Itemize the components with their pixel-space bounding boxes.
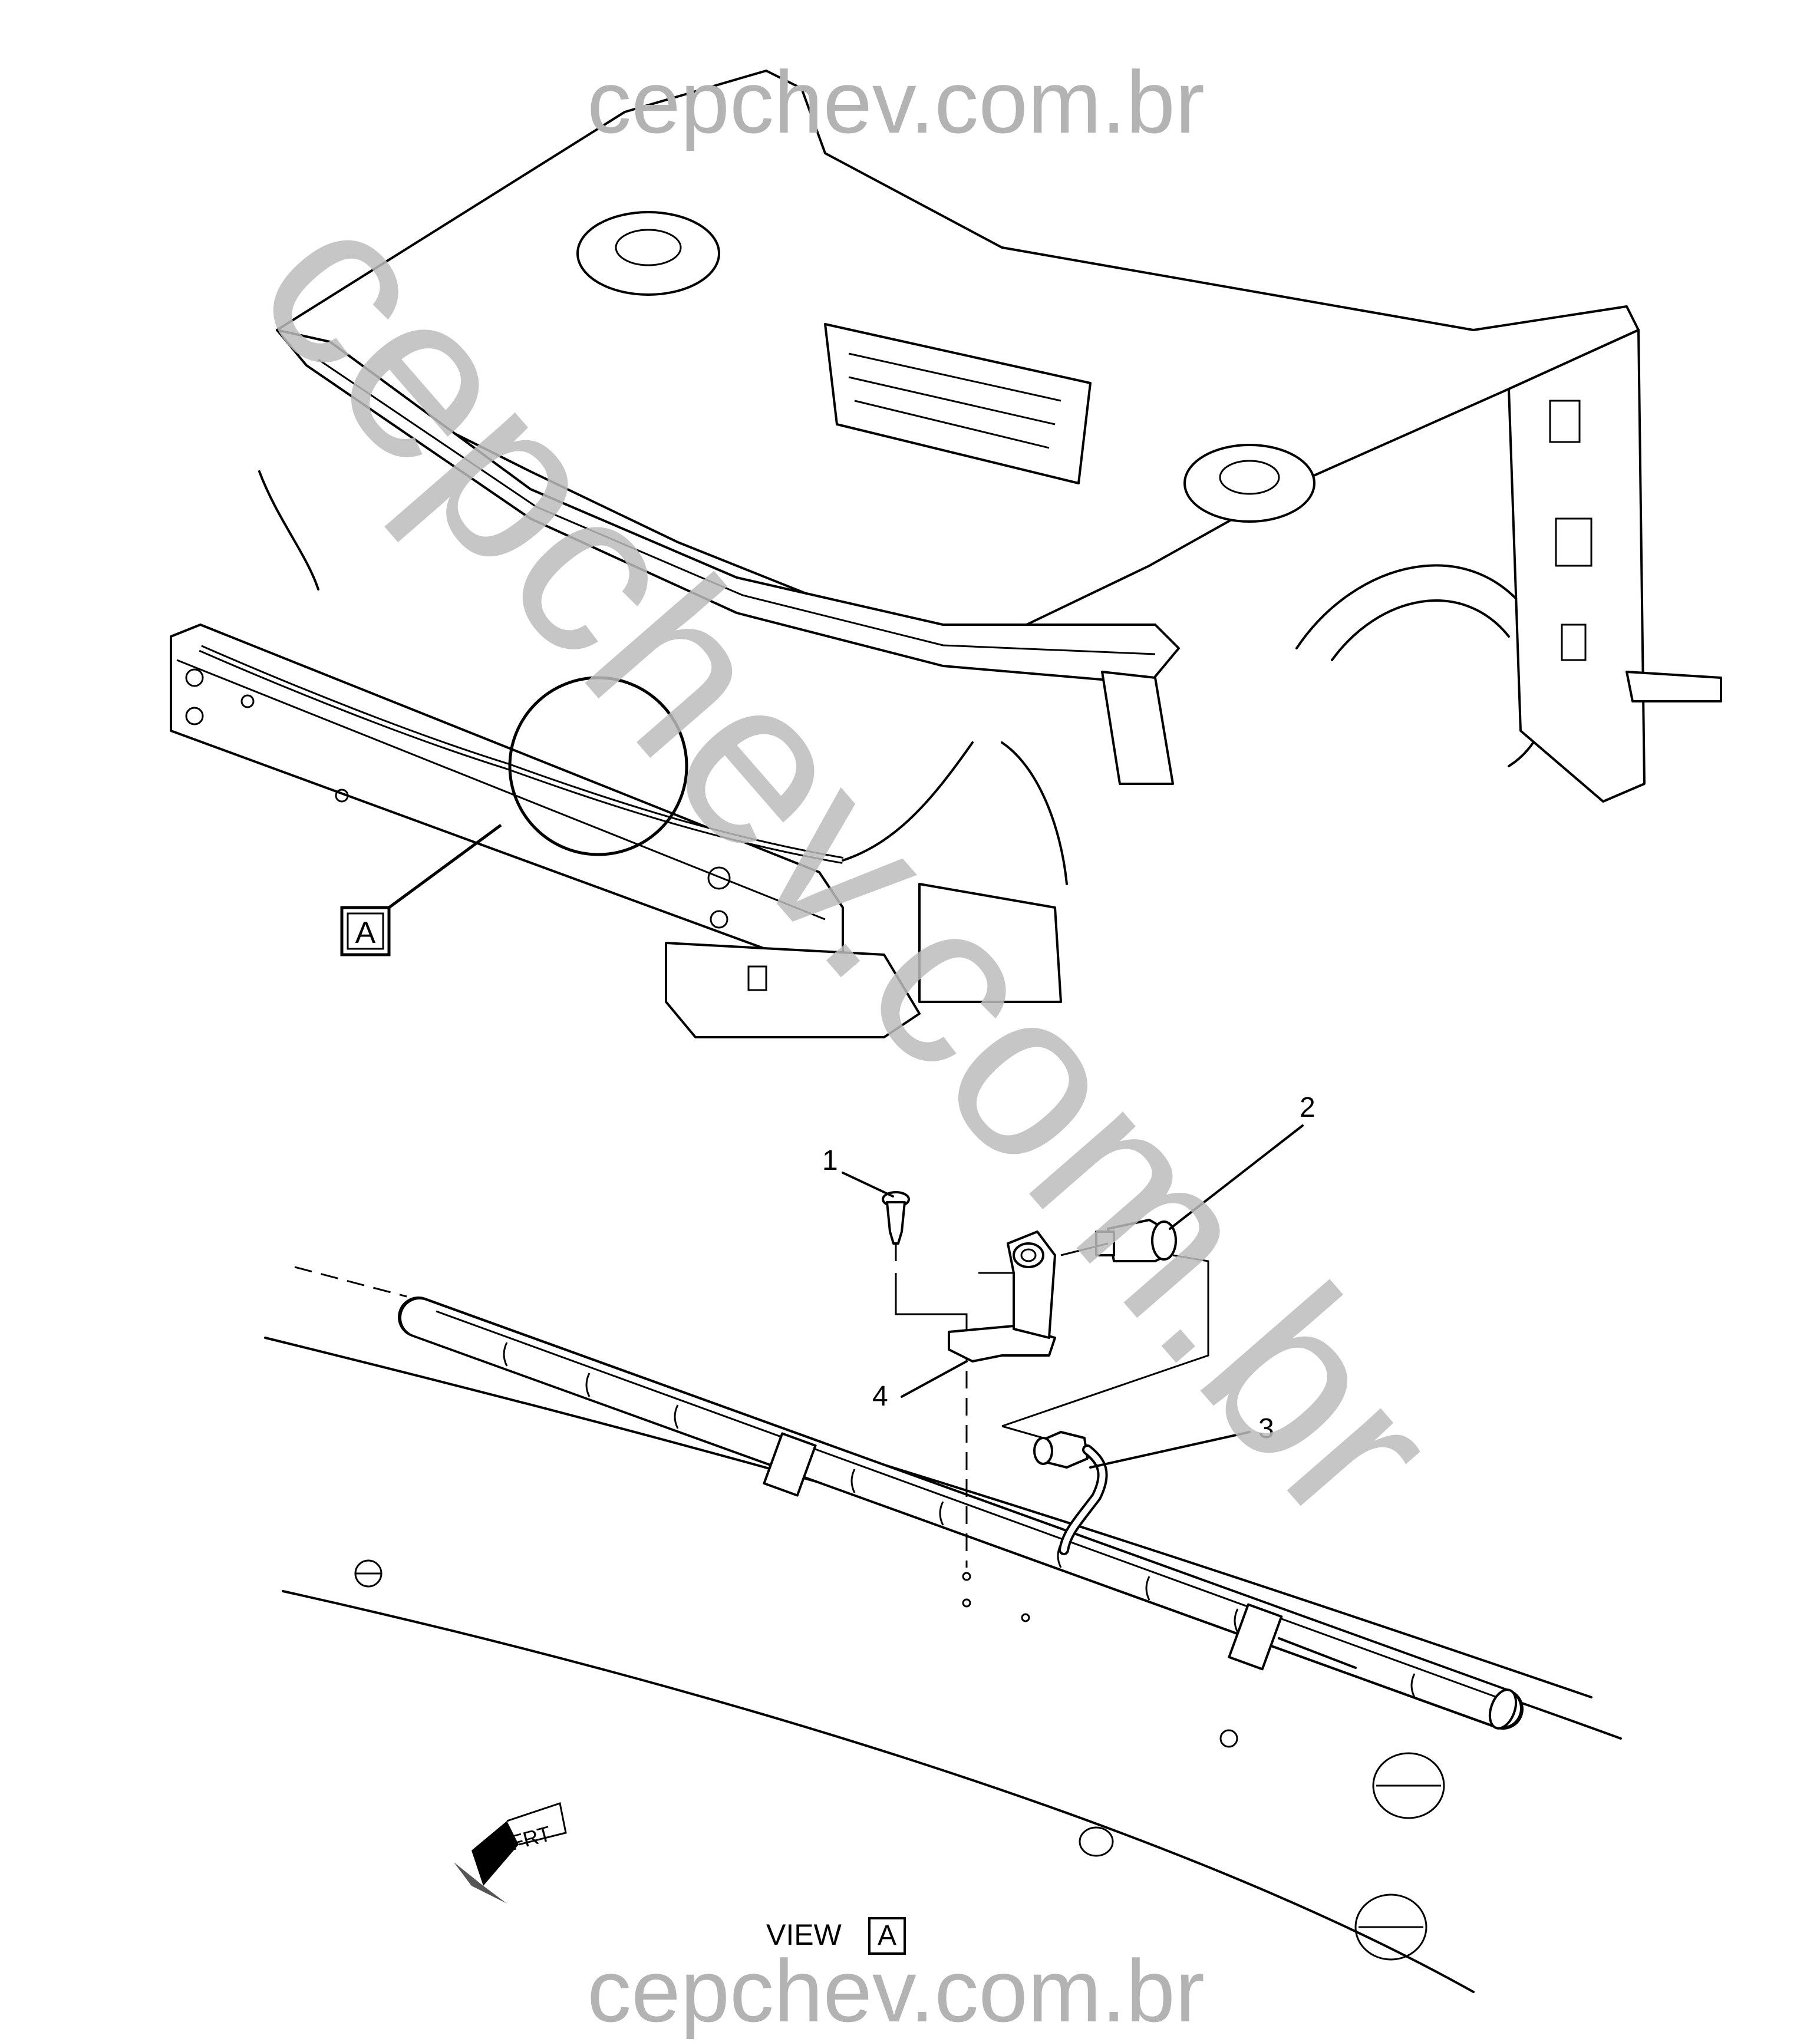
- sensor-with-pigtail: [1033, 1431, 1108, 1555]
- view-caption-prefix: VIEW: [766, 1918, 842, 1951]
- detail-circle: [508, 676, 688, 856]
- right-shock-tower: [1183, 444, 1315, 523]
- push-pin-fastener: [882, 1191, 910, 1261]
- front-direction-indicator: FRT: [454, 1802, 567, 1904]
- watermark-bottom: cepchev.com.br: [587, 1941, 1205, 2039]
- view-marker-label: A: [355, 916, 376, 950]
- radiator-support: [276, 329, 1180, 685]
- callout-1: 1: [822, 1145, 838, 1176]
- front-indicator-label: FRT: [507, 1821, 553, 1855]
- watermark-top: cepchev.com.br: [587, 52, 1205, 151]
- callout-2: 2: [1300, 1092, 1315, 1123]
- view-caption-box: [868, 1917, 906, 1955]
- left-shock-tower: [576, 211, 720, 296]
- harness-bracket: [948, 1231, 1056, 1363]
- front-frame-illustration: [170, 70, 1722, 1038]
- detail-callout-a: A: [340, 676, 688, 956]
- view-marker-box: [340, 906, 391, 956]
- electrical-connector: [1060, 1219, 1177, 1262]
- view-a-detail: 1 2 3 4 FRT VIEW A: [264, 1092, 1622, 1993]
- view-caption-label: A: [878, 1920, 896, 1951]
- callout-4: 4: [872, 1381, 888, 1412]
- callout-3: 3: [1258, 1413, 1274, 1444]
- bumper-impact-bar: [170, 624, 844, 968]
- harness-conduit: [398, 1297, 1524, 1730]
